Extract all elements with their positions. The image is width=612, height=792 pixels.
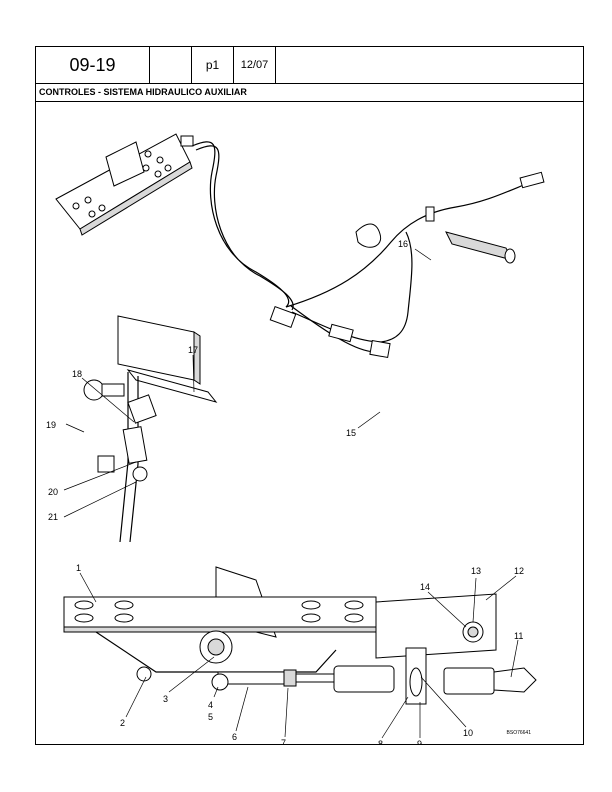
top-bracket <box>55 133 194 236</box>
callout-5: 5 <box>208 712 213 722</box>
date-label: 12/07 <box>234 47 276 83</box>
figure-code: BSO76641 <box>506 730 531 736</box>
callout-8: 8 <box>378 739 383 744</box>
parts-illustration: 1 2 3 4 5 6 7 8 9 10 11 12 13 14 15 16 1… <box>46 133 545 744</box>
handle-assembly <box>83 315 218 543</box>
header-blank-cell <box>150 47 192 83</box>
callout-19: 19 <box>46 420 56 430</box>
title-bar: CONTROLES - SISTEMA HIDRAULICO AUXILIAR <box>36 84 583 102</box>
page-number: 09-19 <box>36 47 150 83</box>
callout-12: 12 <box>514 566 524 576</box>
callout-3: 3 <box>163 694 168 704</box>
callout-21: 21 <box>48 512 58 522</box>
bottom-assembly <box>63 566 537 705</box>
page-frame: 09-19 p1 12/07 CONTROLES - SISTEMA HIDRA… <box>35 46 584 745</box>
callout-15: 15 <box>346 428 356 438</box>
callout-labels: 1 2 3 4 5 6 7 8 9 10 11 12 13 14 15 16 1… <box>46 239 524 744</box>
callout-14: 14 <box>420 582 430 592</box>
callout-4: 4 <box>208 700 213 710</box>
callout-13: 13 <box>471 566 481 576</box>
part-label: p1 <box>192 47 234 83</box>
callout-17: 17 <box>188 345 198 355</box>
section-title: CONTROLES - SISTEMA HIDRAULICO AUXILIAR <box>39 87 247 97</box>
callout-2: 2 <box>120 718 125 728</box>
callout-10: 10 <box>463 728 473 738</box>
callout-20: 20 <box>48 487 58 497</box>
callout-16: 16 <box>398 239 408 249</box>
callout-6: 6 <box>232 732 237 742</box>
callout-1: 1 <box>76 563 81 573</box>
callout-18: 18 <box>72 369 82 379</box>
callout-7: 7 <box>281 738 286 744</box>
header-row: 09-19 p1 12/07 <box>36 47 583 83</box>
callout-9: 9 <box>417 739 422 744</box>
wire-harness <box>191 141 545 359</box>
header-divider <box>36 83 583 84</box>
leader-lines <box>63 248 519 739</box>
callout-11: 11 <box>514 631 523 641</box>
